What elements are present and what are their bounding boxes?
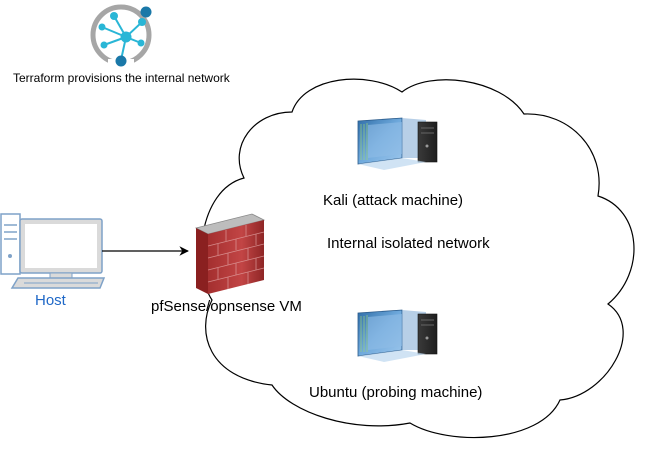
kali-server-icon [357, 117, 438, 170]
firewall-icon [194, 213, 266, 294]
terraform-caption: Terraform provisions the internal networ… [13, 71, 230, 85]
ubuntu-server-icon [357, 309, 438, 362]
terraform-network-icon [90, 4, 152, 67]
host-label[interactable]: Host [35, 292, 66, 309]
network-label: Internal isolated network [327, 235, 490, 252]
firewall-label: pfSense/opnsense VM [151, 298, 302, 315]
desktop-computer-icon[interactable] [0, 213, 106, 289]
ubuntu-machine-label: Ubuntu (probing machine) [309, 384, 483, 401]
kali-machine-label: Kali (attack machine) [323, 192, 464, 209]
internal-network-cloud [200, 78, 635, 439]
